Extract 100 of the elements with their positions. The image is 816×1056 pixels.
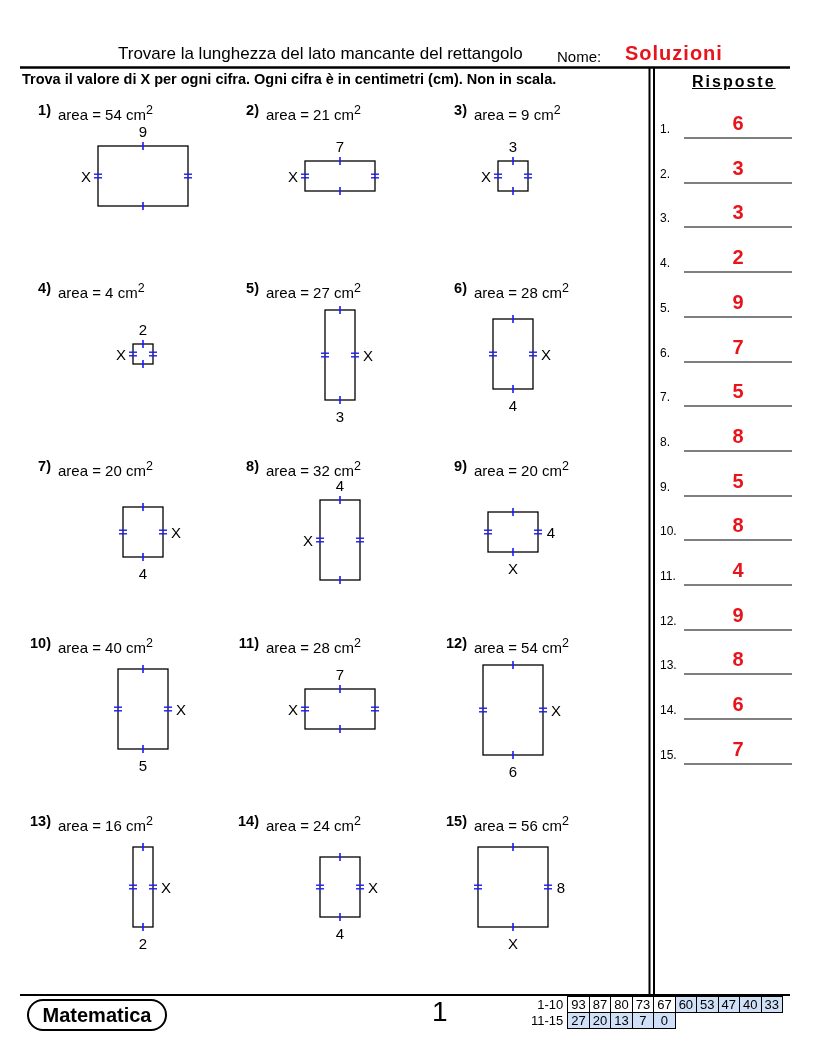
problem-number: 15) (445, 813, 467, 829)
side-length-label: 8 (556, 878, 566, 896)
score-cell: 67 (653, 996, 676, 1013)
answer-value: 5 (731, 380, 745, 404)
side-length-label: 5 (138, 756, 148, 774)
side-length-label: 2 (138, 320, 148, 338)
answer-value: 3 (731, 201, 745, 225)
side-length-label: 3 (335, 407, 345, 425)
problem-number: 9) (453, 458, 467, 474)
area-text: area = 27 cm$^{2}$ (266, 281, 361, 301)
answer-number: 10. (660, 524, 677, 539)
side-length-label: X (288, 167, 298, 185)
side-length-label: 4 (138, 564, 148, 582)
subject-badge: Matematica (27, 999, 167, 1031)
side-length-label: X (508, 559, 518, 577)
answer-number: 13. (660, 658, 677, 673)
problem-number: 8) (245, 458, 259, 474)
score-cell: 40 (739, 996, 761, 1013)
answer-number: 9. (660, 479, 670, 494)
answer-value: 4 (731, 559, 745, 582)
area-text: area = 54 cm$^{2}$ (474, 636, 569, 656)
problem-number: 5) (245, 280, 259, 296)
side-length-label: X (508, 934, 518, 952)
answer-value: 7 (731, 737, 745, 761)
area-text: area = 32 cm$^{2}$ (266, 459, 361, 479)
side-length-label: X (363, 346, 373, 364)
area-text: area = 28 cm$^{2}$ (266, 636, 361, 656)
area-text: area = 9 cm$^{2}$ (474, 103, 561, 123)
side-length-label: X (541, 345, 551, 363)
side-length-label: 6 (508, 762, 518, 780)
problem-number: 3) (453, 102, 467, 118)
side-length-label: 9 (138, 122, 148, 140)
side-length-label: 7 (335, 137, 345, 155)
problem-number: 12) (445, 635, 467, 651)
score-cell: 87 (589, 996, 611, 1013)
score-cell: 33 (761, 996, 783, 1013)
problem-number: 14) (237, 813, 259, 829)
area-text: area = 56 cm$^{2}$ (474, 814, 569, 834)
page-number: 1 (432, 996, 448, 1028)
side-length-label: 4 (335, 476, 345, 494)
answer-number: 7. (660, 390, 670, 405)
answer-number: 8. (660, 434, 670, 449)
area-text: area = 54 cm$^{2}$ (58, 103, 153, 123)
score-cell: 47 (718, 996, 740, 1013)
score-cell: 93 (567, 996, 590, 1013)
side-length-label: X (81, 167, 91, 185)
side-length-label: 4 (335, 924, 345, 942)
answer-number: 14. (660, 703, 677, 718)
score-cell: 80 (610, 996, 633, 1013)
problem-number: 6) (453, 280, 467, 296)
area-text: area = 20 cm$^{2}$ (58, 459, 153, 479)
area-text: area = 40 cm$^{2}$ (58, 636, 153, 656)
answer-value: 7 (731, 335, 745, 359)
side-length-label: 3 (508, 137, 518, 155)
answer-value: 3 (731, 156, 745, 180)
side-length-label: X (368, 878, 378, 896)
answer-value: 9 (731, 603, 745, 627)
side-length-label: 2 (138, 934, 148, 952)
answer-value: 6 (731, 112, 745, 135)
name-label: Nome: (557, 48, 602, 65)
area-text: area = 28 cm$^{2}$ (474, 281, 569, 301)
side-length-label: X (551, 701, 561, 719)
area-text: area = 20 cm$^{2}$ (474, 459, 569, 479)
problem-number: 10) (29, 635, 51, 651)
side-length-label: X (116, 345, 126, 363)
answers-heading: Risposte (692, 73, 776, 91)
side-length-label: X (171, 523, 181, 541)
answer-number: 2. (660, 166, 670, 181)
answer-number: 6. (660, 345, 670, 360)
answer-number: 3. (660, 211, 670, 226)
problem-number: 13) (29, 813, 51, 829)
area-text: area = 4 cm$^{2}$ (58, 281, 145, 301)
answer-number: 5. (660, 300, 670, 315)
side-length-label: 7 (335, 665, 345, 683)
answer-value: 2 (731, 246, 745, 270)
answer-value: 8 (731, 648, 745, 672)
problem-number: 2) (245, 102, 259, 118)
area-text: area = 24 cm$^{2}$ (266, 814, 361, 834)
answer-value: 5 (731, 469, 745, 493)
side-length-label: 4 (508, 396, 518, 414)
worksheet-title: Trovare la lunghezza del lato mancante del rettangolo (118, 44, 523, 64)
answer-number: 4. (660, 256, 670, 271)
side-length-label: X (288, 700, 298, 718)
area-text: area = 16 cm$^{2}$ (58, 814, 153, 834)
row-range-label: 1-10 (528, 996, 568, 1013)
side-length-label: X (161, 878, 171, 896)
answer-value: 8 (731, 424, 745, 448)
problem-number: 1) (37, 102, 51, 118)
score-cell: 73 (632, 996, 654, 1013)
instructions-text: Trova il valore di X per ogni cifra. Ogni cifra è in centimetri (cm). Non in scala. (22, 71, 557, 87)
problem-number: 4) (37, 280, 51, 296)
answer-value: 6 (731, 693, 745, 717)
problem-number: 7) (37, 458, 51, 474)
solutions-heading: Soluzioni (625, 42, 723, 65)
area-text: area = 21 cm$^{2}$ (266, 103, 361, 123)
answer-number: 15. (660, 747, 677, 762)
score-cell: 60 (675, 996, 697, 1013)
side-length-label: X (481, 167, 491, 185)
answer-value: 9 (731, 290, 745, 314)
answer-value: 8 (731, 514, 745, 538)
